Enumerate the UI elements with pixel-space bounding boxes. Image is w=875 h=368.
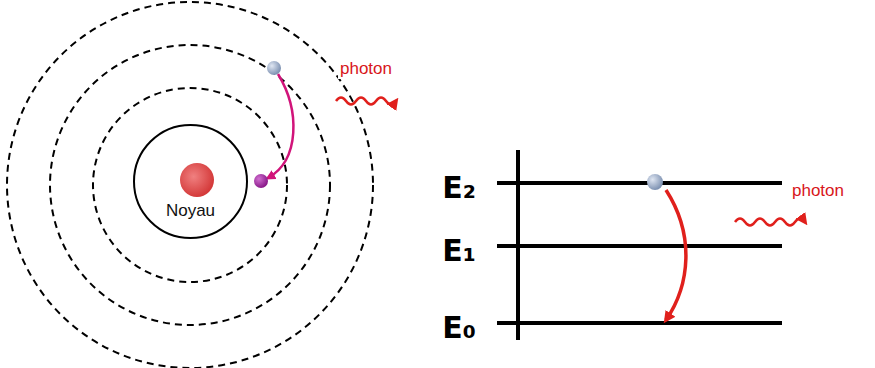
photon-wave <box>735 219 805 226</box>
energy-level-label: E₀ <box>442 311 476 344</box>
orbit <box>93 88 287 282</box>
photon-wave <box>336 98 396 105</box>
electron <box>647 174 663 190</box>
orbit <box>7 2 373 368</box>
transition-arrow <box>666 190 686 320</box>
photon-label: photon <box>790 182 846 201</box>
energy-level <box>497 244 782 248</box>
energy-level-label: E₁ <box>442 234 476 267</box>
orbit <box>50 45 330 325</box>
node-label: Noyau <box>166 202 215 221</box>
energy-level <box>497 181 782 185</box>
nucleus <box>180 163 214 197</box>
photon-label: photon <box>338 60 394 79</box>
electron <box>254 174 268 188</box>
transition-arrow <box>268 74 293 178</box>
electron <box>267 61 281 75</box>
energy-level-label: E₂ <box>442 171 476 204</box>
nucleus-shell: Noyau <box>133 124 248 239</box>
energy-level <box>497 321 782 325</box>
